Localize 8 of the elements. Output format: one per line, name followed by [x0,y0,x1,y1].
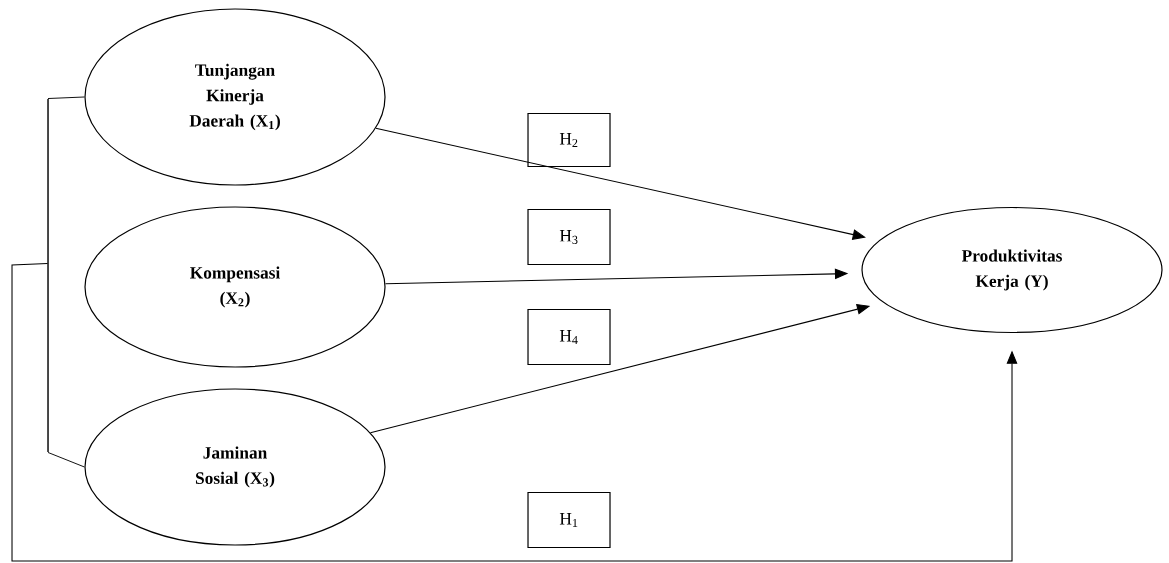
arrow [375,127,866,240]
hypothesis-box: H$_{1}$ [527,491,611,549]
connector-line [47,452,85,468]
arrow [11,262,1018,562]
hypothesis-box: H$_{4}$ [527,308,611,366]
hypothesis-box: H$_{3}$ [527,208,611,266]
connector-line [47,96,85,99]
hypothesis-box: H$_{2}$ [527,112,611,168]
